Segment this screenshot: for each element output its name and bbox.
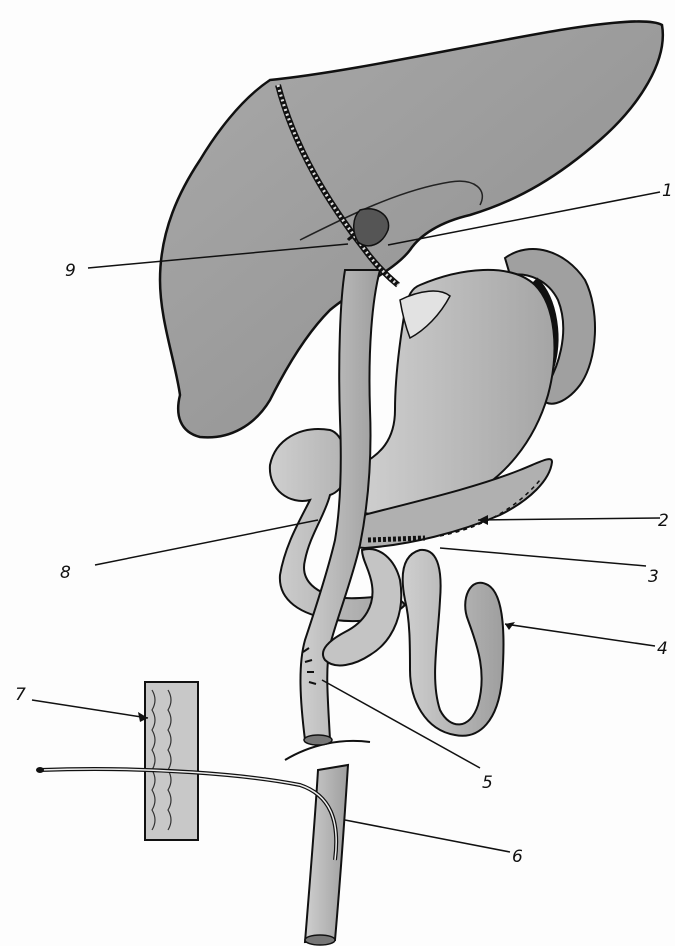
label-8: 8 xyxy=(60,563,71,583)
label-3: 3 xyxy=(648,567,659,587)
label-6: 6 xyxy=(512,847,523,867)
drain-tip xyxy=(36,767,44,773)
leader-7 xyxy=(32,700,148,718)
label-2: 2 xyxy=(658,511,669,531)
upper-tube-end xyxy=(304,735,332,745)
label-1: 1 xyxy=(662,181,673,201)
label-5: 5 xyxy=(482,773,493,793)
label-4: 4 xyxy=(657,639,668,659)
leader-6 xyxy=(345,820,510,852)
leader-3 xyxy=(440,548,646,566)
leader-2 xyxy=(478,518,660,520)
jejunal-loop xyxy=(403,550,504,736)
label-7: 7 xyxy=(15,685,26,705)
label-9: 9 xyxy=(65,261,76,281)
leader-4 xyxy=(505,624,655,646)
lower-tube-end xyxy=(305,935,335,945)
